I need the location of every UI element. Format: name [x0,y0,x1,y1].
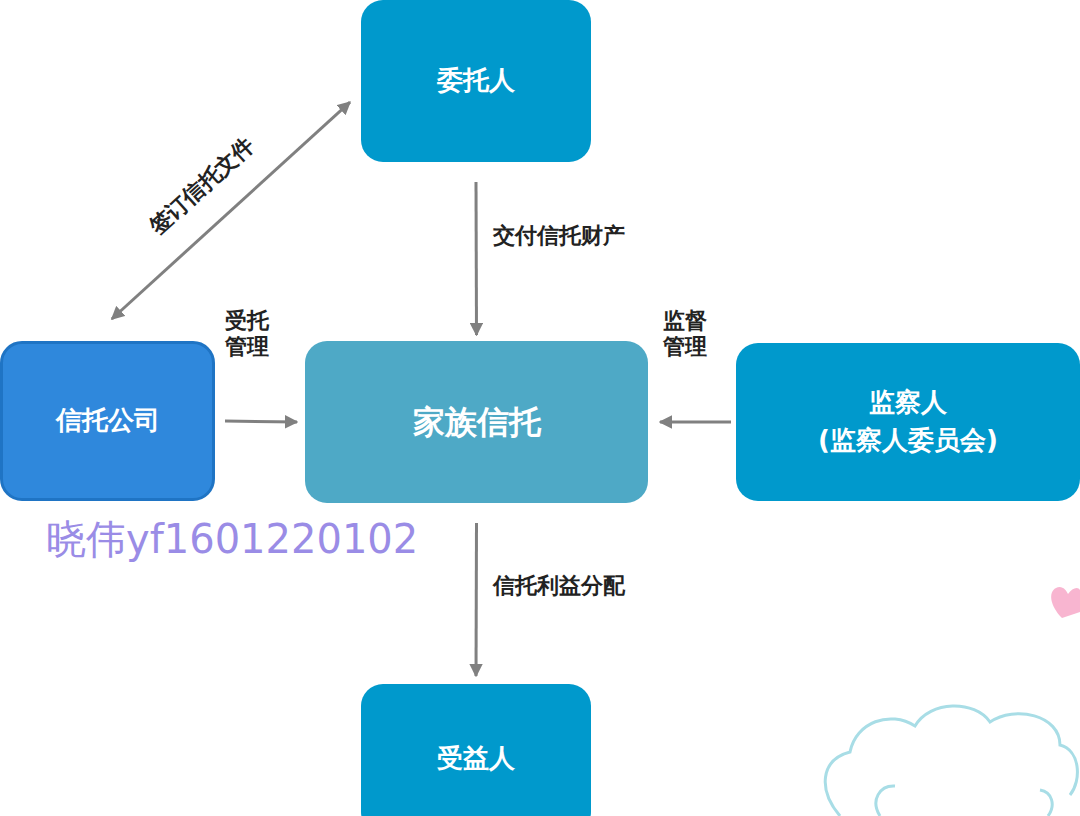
process-box: 委托人 [361,0,591,162]
process-box: 信托公司 [0,341,215,501]
heart-icon [1051,587,1080,618]
box-text: 信托公司 [56,402,160,440]
edge-label: 交付信托财产 [490,222,628,250]
box-text: 受益人 [437,740,515,778]
connector-arrow [660,421,731,424]
connector-arrow [225,421,297,422]
watermark: 晓伟yf1601220102 [46,512,418,567]
process-box: 监察人(监察人委员会) [736,343,1080,501]
connector-arrow [475,182,479,335]
box-text: 监察人 [869,384,947,422]
cloud-outline [825,706,1077,816]
connector-arrow [475,523,479,676]
box-text: (监察人委员会) [818,422,998,460]
process-box: 受益人 [361,684,591,816]
edge-label: 受托 管理 [222,307,280,362]
box-text: 委托人 [437,62,515,100]
edge-label: 监督 管理 [660,307,718,362]
connector-arrow [112,102,350,319]
box-text: 家族信托 [413,399,541,445]
edge-label: 信托利益分配 [490,572,628,600]
cloud-inner [876,786,1052,816]
process-box: 家族信托 [305,341,648,503]
edge-label: 签订信托文件 [141,129,263,242]
